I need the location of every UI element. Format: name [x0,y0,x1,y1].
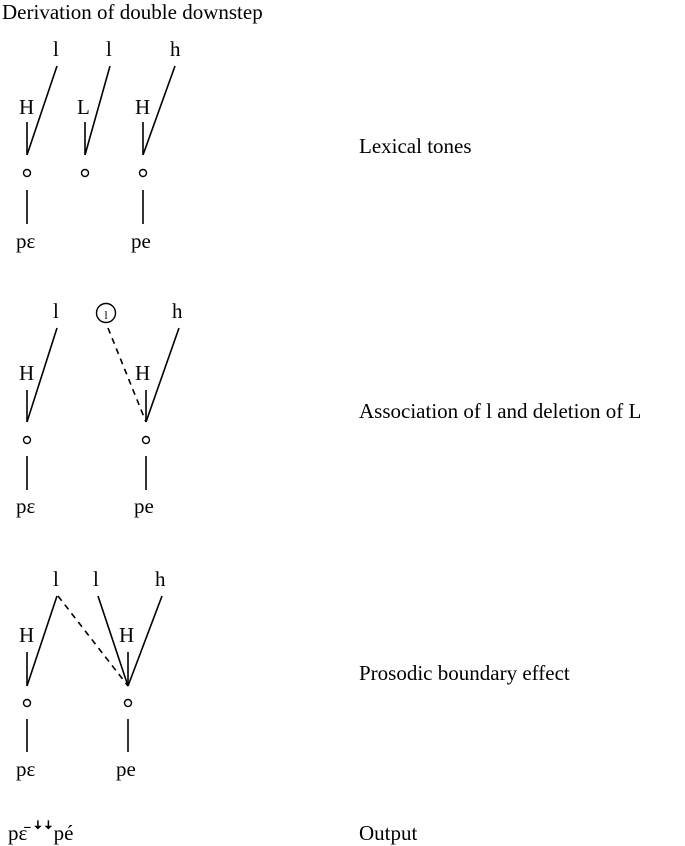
step-caption: Lexical tones [359,134,472,158]
step-lexical-tones: l l h H L H pɛ pe Lexical tones [16,37,472,253]
primary-tone-H-2: H [135,361,150,385]
association-line [26,327,58,423]
syllable-pe: pe [116,757,136,781]
output-row: pɛ̄ ꜜꜜpé Output [8,820,418,845]
association-line [142,65,176,156]
tone-bearing-node [22,698,32,708]
association-line [145,327,180,423]
step-association: l l h H H pɛ pe Association of l and del… [16,299,641,518]
association-line [97,595,129,687]
tone-bearing-node [123,698,133,708]
output-form: pɛ̄ ꜜꜜpé [8,820,73,845]
tone-bearing-node [22,168,32,178]
primary-tone-L: L [77,95,90,119]
output-caption: Output [359,821,418,845]
primary-tone-H-1: H [19,95,34,119]
register-tone-h: h [170,37,181,61]
register-tone-l-1: l [53,299,59,323]
tone-bearing-node [141,435,151,445]
step-caption: Association of l and deletion of L [359,399,641,423]
circled-deleted-tone [95,302,117,324]
association-line [26,65,58,156]
register-tone-h: h [155,567,166,591]
register-tone-l-2: l [106,37,112,61]
association-line [26,595,58,687]
register-tone-l-2: l [93,567,99,591]
syllable-pe: pe [134,494,154,518]
syllable-pe-open: pɛ [16,229,36,253]
syllable-pe-open: pɛ [16,494,36,518]
syllable-pe: pe [131,229,151,253]
register-tone-l-1: l [53,37,59,61]
association-line [127,595,163,687]
tone-bearing-node [22,435,32,445]
register-tone-l-circled: l [104,308,108,322]
primary-tone-H-1: H [19,623,34,647]
tone-bearing-node [138,168,148,178]
syllable-pe-open: pɛ [16,757,36,781]
new-association-dashed-line [107,327,147,423]
tone-bearing-node [80,168,90,178]
register-tone-l-1: l [53,567,59,591]
primary-tone-H-2: H [135,95,150,119]
step-caption: Prosodic boundary effect [359,661,570,685]
diagram-title: Derivation of double downstep [2,0,263,24]
step-prosodic-boundary: l l h H H pɛ pe Prosodic boundary effect [16,567,570,781]
primary-tone-H-2: H [119,623,134,647]
association-line [84,65,111,156]
register-tone-h: h [172,299,183,323]
primary-tone-H-1: H [19,361,34,385]
new-association-dashed-line [57,595,129,687]
